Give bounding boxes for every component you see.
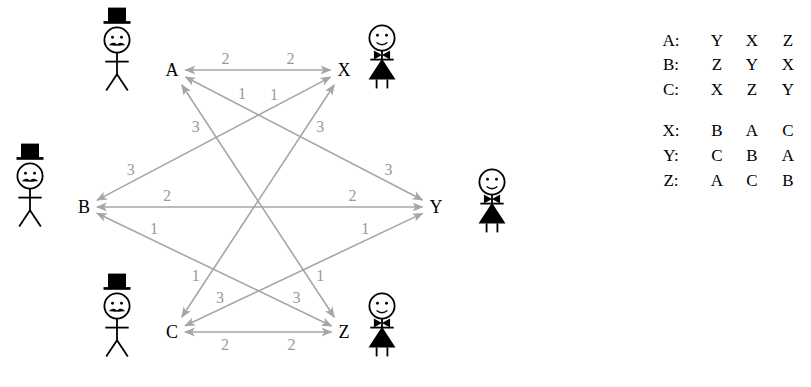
rank-number: 1 [314, 267, 326, 284]
preference-cell: C [711, 146, 722, 165]
person-letter: Y [430, 197, 443, 217]
rank-number: 2 [286, 336, 298, 353]
person-letter: B [78, 197, 90, 217]
rank-number: 3 [214, 289, 226, 306]
rank-number: 3 [125, 161, 137, 178]
preference-arrow [186, 69, 331, 71]
rank-number: 1 [236, 85, 248, 102]
rank-number: 3 [383, 161, 395, 178]
preference-cell: X [711, 80, 723, 99]
preference-cell: Y: [663, 146, 678, 165]
person-letter: X [338, 60, 351, 80]
rank-number: 1 [268, 86, 280, 103]
rank-number: 3 [314, 118, 326, 135]
preference-cell: A [711, 171, 723, 190]
rank-number: 2 [219, 336, 231, 353]
person-letter: C [166, 322, 178, 342]
preference-cell: A [782, 146, 794, 165]
preference-cell: Z [747, 80, 757, 99]
preference-cell: Z [712, 55, 722, 74]
preference-cell: B [782, 171, 793, 190]
rank-number: 3 [291, 289, 303, 306]
preference-arrow [97, 213, 332, 326]
person-letter: A [166, 60, 179, 80]
preference-arrow [182, 85, 334, 317]
rank-number: 1 [148, 220, 160, 237]
preference-cell: B: [663, 55, 679, 74]
person-node: Z [335, 320, 354, 344]
preference-arrow [97, 77, 331, 200]
preference-cell: C [746, 171, 757, 190]
preference-cell: C: [663, 80, 679, 99]
preference-cell: Y [782, 80, 794, 99]
preference-arrow [185, 331, 332, 333]
preference-cell: A [746, 121, 758, 140]
woman-figure [479, 169, 506, 232]
person-node: X [334, 58, 355, 82]
preference-cell: X [746, 31, 758, 50]
rank-number: 2 [220, 50, 232, 67]
preference-arrow [97, 206, 423, 208]
preference-arrow [182, 85, 334, 317]
person-node: B [74, 195, 94, 219]
preference-cell: C [782, 121, 793, 140]
woman-figure [369, 25, 396, 88]
preference-cell: A: [663, 31, 680, 50]
preference-cell: Z: [663, 171, 678, 190]
preference-cell: X [782, 55, 794, 74]
preference-cell: Z [783, 31, 793, 50]
preference-cell: Y [746, 55, 758, 74]
preference-cell: B [711, 121, 722, 140]
rank-number: 2 [285, 50, 297, 67]
preference-arrow [185, 213, 423, 325]
rank-number: 2 [161, 187, 173, 204]
woman-figure [369, 293, 396, 356]
person-node: C [162, 320, 182, 344]
person-letter: Z [339, 322, 350, 342]
man-figure [104, 274, 131, 357]
man-figure [17, 144, 44, 227]
rank-number: 3 [190, 118, 202, 135]
rank-number: 1 [190, 267, 202, 284]
rank-number: 2 [347, 187, 359, 204]
preference-arrow [186, 77, 423, 200]
rank-number: 1 [359, 220, 371, 237]
person-node: A [162, 58, 183, 82]
preference-cell: X: [663, 121, 680, 140]
preference-cell: Y [711, 31, 723, 50]
person-node: Y [426, 195, 447, 219]
man-figure [104, 8, 131, 91]
preference-cell: B [746, 146, 757, 165]
